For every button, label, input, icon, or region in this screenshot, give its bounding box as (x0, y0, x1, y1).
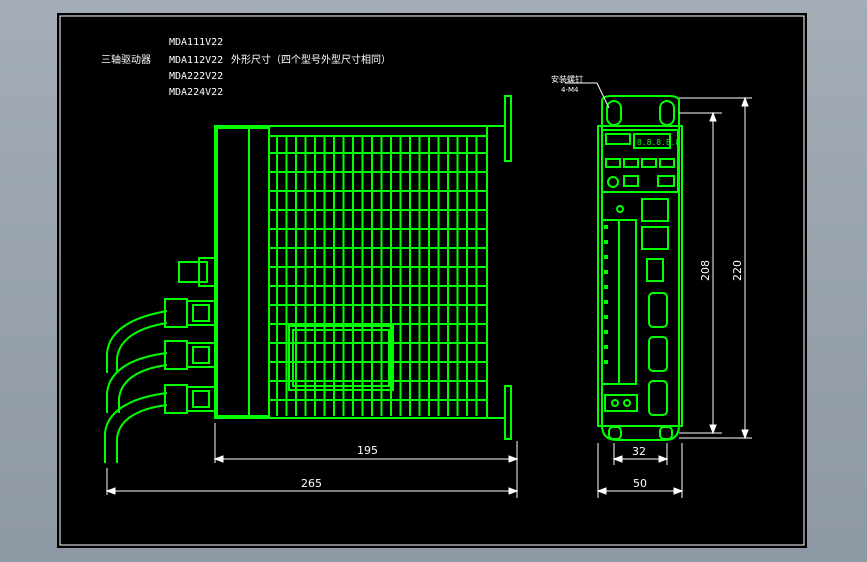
terminal-pin (604, 360, 608, 364)
plug-boot (164, 340, 188, 370)
plug-face (192, 390, 210, 408)
cable-plugs (164, 298, 216, 414)
plug-boot (164, 298, 188, 328)
terminal-pin (604, 300, 608, 304)
terminal-pin (604, 270, 608, 274)
heatsink-fins (269, 136, 487, 416)
dim-front-total: 220 (731, 260, 744, 281)
plug-face (192, 304, 210, 322)
terminal-pin (604, 240, 608, 244)
callout-label: 安装螺钉 (551, 74, 583, 84)
model-line-4: MDA224V22 (169, 87, 223, 98)
drawing-sheet: MDA111V22 三轴驱动器 MDA112V22 外形尺寸（四个型号外型尺寸相… (57, 13, 807, 548)
terminal-pin (604, 330, 608, 334)
plug-body (186, 386, 216, 412)
callout-sub: 4-M4 (561, 86, 579, 94)
dim-front-width: 50 (633, 477, 647, 490)
terminal-pin (604, 225, 608, 229)
dim-front-inner: 208 (699, 260, 712, 281)
display-readout: 8.8.8.8.8 (637, 138, 681, 147)
frame-border (59, 15, 805, 546)
terminal-pin (604, 345, 608, 349)
terminal-pin (604, 255, 608, 259)
terminal-pin (604, 315, 608, 319)
front-dimensions (596, 96, 752, 498)
plug-body (186, 300, 216, 326)
front-view (597, 95, 683, 441)
plug-face (192, 346, 210, 364)
title-cn: 三轴驱动器 (101, 53, 151, 66)
model-line-1: MDA111V22 (169, 37, 223, 48)
side-dimensions (105, 423, 519, 498)
dim-side-total: 265 (301, 477, 322, 490)
drawing-canvas: MDA111V22 三轴驱动器 MDA112V22 外形尺寸（四个型号外型尺寸相… (59, 15, 805, 546)
plug-body (186, 342, 216, 368)
plug-boot (164, 384, 188, 414)
side-view (104, 95, 512, 463)
terminal-pins (604, 225, 608, 364)
terminal-pin (604, 285, 608, 289)
dim-front-spacing: 32 (632, 445, 646, 458)
callout-leader (565, 82, 610, 109)
dim-side-depth: 195 (357, 444, 378, 457)
model-line-2: MDA112V22 (169, 55, 223, 66)
note-cn: 外形尺寸（四个型号外型尺寸相同） (231, 53, 391, 66)
model-line-3: MDA222V22 (169, 71, 223, 82)
